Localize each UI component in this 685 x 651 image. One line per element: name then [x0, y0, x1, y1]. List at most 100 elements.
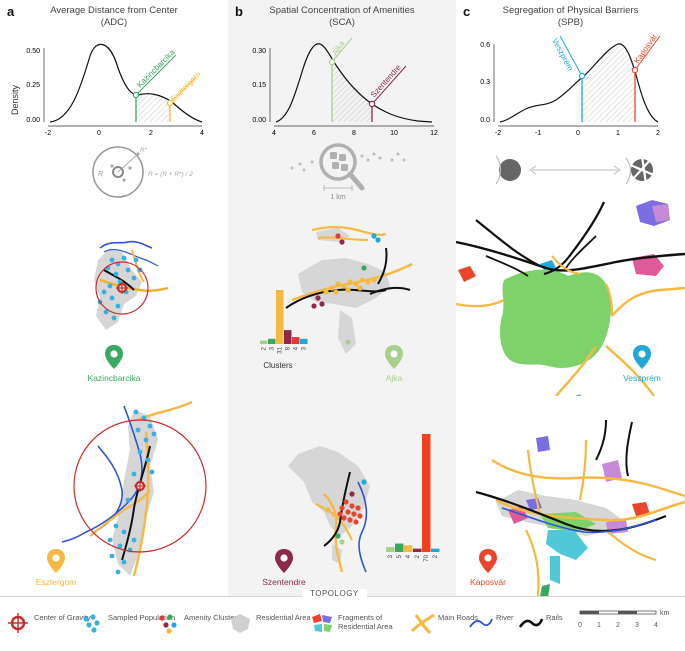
- panel-letter: c: [463, 4, 471, 19]
- location-pin-icon: [105, 345, 123, 369]
- scale-tick: 0: [578, 622, 582, 629]
- marker-label-ajka: Ajka: [330, 39, 347, 57]
- cluster-bar-label: 3: [388, 554, 394, 558]
- marker-label-kazincbarcika: Kazincbarcika: [135, 47, 177, 89]
- center-of-gravity-icon: [8, 613, 28, 633]
- esztergom-map: [61, 400, 207, 577]
- adc-formula-diagram: R R* R = (R + R*) / 2: [92, 146, 193, 198]
- r-star-label: R*: [140, 148, 147, 154]
- x-tick: 2: [149, 130, 153, 137]
- cluster-bar-label: 8: [286, 346, 292, 350]
- cluster-bar: [431, 548, 440, 552]
- szentendre-map: [288, 446, 370, 573]
- y-tick: 0.6: [480, 42, 490, 49]
- city-label-ajka: Ajka: [385, 373, 403, 383]
- cluster-chart-title: Clusters: [263, 361, 292, 370]
- city-label-kaposvar: Kaposvár: [470, 577, 506, 587]
- y-tick: 0.50: [26, 48, 40, 55]
- city-label-szentendre: Szentendre: [262, 577, 306, 587]
- cluster-bar: [413, 548, 422, 552]
- legend-label: Amenity Clusters: [184, 613, 241, 622]
- kazincbarcika-map: [94, 240, 169, 330]
- scale-bar: km 0 1 2 3 4: [578, 610, 670, 629]
- panel-spb: c Segregation of Physical Barriers (SPB)…: [456, 0, 685, 596]
- cluster-bar-label: 70: [424, 554, 430, 561]
- x-tick: -2: [495, 130, 501, 137]
- legend-label: Residential Area: [256, 613, 311, 622]
- x-tick: 8: [352, 130, 356, 137]
- legend-label: Center of Gravity: [34, 613, 91, 622]
- cluster-bar-label: 2: [415, 554, 421, 558]
- legend-label: Fragments of Residential Area: [338, 613, 393, 631]
- spb-barrier-diagram: [495, 155, 657, 185]
- x-tick: -1: [535, 130, 541, 137]
- amenity-clusters-icon: [159, 614, 177, 634]
- panel-letter: b: [235, 4, 243, 19]
- ajka-map: [285, 226, 413, 354]
- cluster-bar: [300, 338, 308, 344]
- x-tick: 4: [272, 130, 276, 137]
- y-tick: 0.00: [26, 117, 40, 124]
- cluster-bar: [422, 434, 431, 552]
- cluster-bar-label: 2: [262, 346, 268, 350]
- adc-formula: R = (R + R*) / 2: [148, 171, 193, 178]
- scale-tick: 3: [635, 622, 639, 629]
- x-tick: 1: [616, 130, 620, 137]
- cluster-bar-label: 31: [278, 346, 284, 353]
- adc-density-chart: Density 0.50 0.25 0.00 -2 0 2 4 Kazincba…: [10, 43, 204, 137]
- cluster-bar-label: 4: [406, 554, 412, 558]
- legend-label: Main Roads: [438, 613, 479, 622]
- cluster-bar: [284, 330, 292, 344]
- cluster-bar: [292, 337, 300, 344]
- y-tick: 0.3: [480, 79, 490, 86]
- scale-tick: 4: [654, 622, 658, 629]
- legend-label: River: [496, 613, 514, 622]
- panel-title: Spatial Concentration of Amenities (SCA): [269, 5, 415, 28]
- panel-title: Average Distance from Center (ADC): [50, 5, 178, 28]
- x-tick: 4: [200, 130, 204, 137]
- sca-density-chart: 0.30 0.15 0.00 4 6 8 10 12 Ajka Szentend…: [252, 37, 438, 137]
- cluster-bar-label: 4: [294, 346, 300, 350]
- city-label-esztergom: Esztergom: [35, 577, 77, 587]
- cluster-bar: [276, 290, 284, 344]
- scale-tick: 2: [616, 622, 620, 629]
- panel-letter: a: [7, 4, 15, 19]
- density-label: Density: [10, 84, 20, 115]
- cluster-bar: [395, 543, 404, 552]
- marker-label-esztergom: Esztergom: [169, 70, 203, 104]
- cluster-bar-label: 3: [270, 346, 276, 350]
- main-roads-icon: [410, 613, 435, 635]
- scale-unit: km: [660, 610, 670, 617]
- marker-label-kaposvar: Kaposvár: [632, 32, 659, 65]
- legend-label: Sampled Population: [108, 613, 176, 622]
- x-tick: 2: [656, 130, 660, 137]
- x-tick: -2: [45, 130, 51, 137]
- rails-icon: [518, 618, 544, 628]
- location-pin-icon: [47, 549, 65, 573]
- location-pin-icon: [275, 549, 293, 573]
- river-icon: [469, 618, 493, 628]
- location-pin-icon: [479, 549, 497, 573]
- veszprem-map: [456, 200, 685, 396]
- y-tick: 0.0: [480, 117, 490, 124]
- marker-label-veszprem: Veszprém: [550, 37, 575, 73]
- x-tick: 0: [97, 130, 101, 137]
- panel-sca: b Spatial Concentration of Amenities (SC…: [228, 0, 456, 596]
- topology-legend: TOPOLOGY Center of Gravity Sampled Popul…: [0, 589, 685, 651]
- scale-tick: 1: [597, 622, 601, 629]
- x-tick: 0: [576, 130, 580, 137]
- r-label: R: [98, 171, 103, 178]
- cluster-bar-label: 3: [302, 346, 308, 350]
- x-tick: 10: [390, 130, 398, 137]
- location-pin-icon: [385, 345, 403, 369]
- cluster-bar: [260, 340, 268, 344]
- legend-title: TOPOLOGY: [302, 589, 367, 598]
- cluster-bar: [386, 546, 395, 552]
- kaposvar-map: [475, 420, 685, 596]
- panel-title: Segregation of Physical Barriers (SPB): [502, 5, 639, 28]
- fragments-icon: [312, 614, 332, 632]
- location-pin-icon: [633, 345, 651, 369]
- cluster-bar-label: 2: [433, 554, 439, 558]
